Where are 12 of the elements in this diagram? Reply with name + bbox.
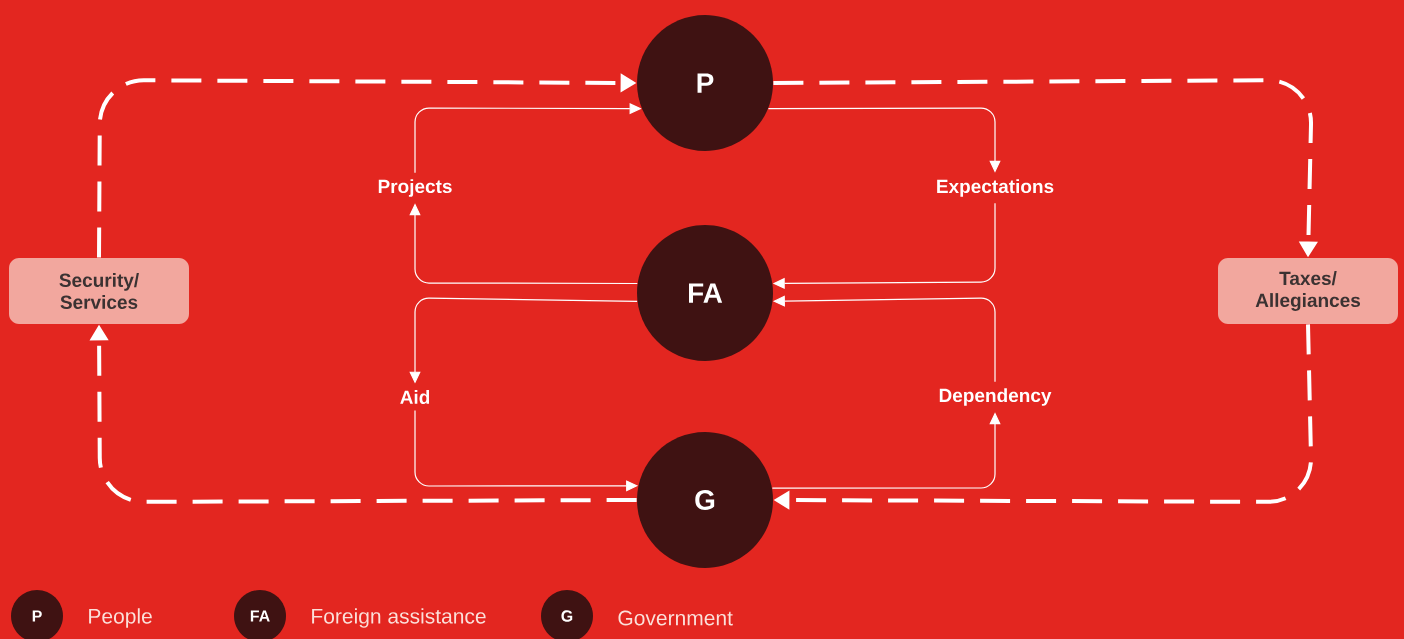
flow-label: Expectations [937,179,1054,197]
circle-node: FA [637,225,773,361]
legend-text: Foreign assistance [312,608,486,628]
flow-label: Dependency [939,388,1052,406]
label-box: Taxes/ Allegiances [1218,258,1398,324]
circle-node: G [637,432,773,568]
flow-label: Aid [400,390,430,404]
label-box: Security/ Services [9,258,189,324]
legend-text: Government [618,610,733,626]
legend-text: People [89,608,152,628]
circle-node: P [637,15,773,151]
flow-label: Projects [378,179,452,197]
